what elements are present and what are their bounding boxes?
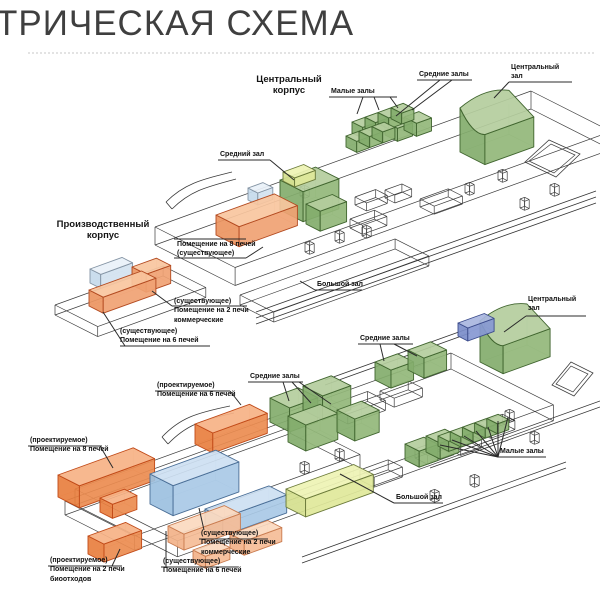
label-upper-room-8: Помещение на 8 печей (существующее): [177, 241, 256, 258]
label-lower-room-8-projected: (проектируемое) Помещение на 8 печей: [30, 437, 109, 454]
label-upper-central-building: Центральный корпус: [256, 74, 322, 96]
label-lower-big-hall: Большой зал: [396, 494, 442, 501]
label-upper-room-2-commercial: (существующее) Помещение на 2 печи комме…: [174, 298, 249, 324]
label-upper-room-6: (существующее) Помещение на 6 печей: [120, 328, 199, 345]
leader-lines: [28, 79, 586, 568]
label-lower-room-6-projected: (проектируемое) Помещение на 6 печей: [157, 382, 236, 399]
label-lower-small-halls: Малые залы: [500, 448, 544, 455]
label-upper-small-halls: Малые залы: [331, 88, 375, 95]
page-title: ТРИЧЕСКАЯ СХЕМА: [0, 4, 355, 43]
label-lower-medium-halls-right: Средние залы: [360, 335, 410, 342]
upper-diagram: [54, 90, 600, 337]
label-upper-medium-hall: Средний зал: [220, 151, 265, 158]
label-lower-central-hall: Центральный зал: [528, 296, 577, 313]
label-lower-medium-halls-left: Средние залы: [250, 373, 300, 380]
title-divider: [28, 52, 594, 54]
label-lower-room-2-commercial: (существующее) Помещение на 2 печи комме…: [201, 530, 276, 556]
lower-diagram-blocks: [57, 303, 551, 569]
label-upper-big-hall: Большой зал: [317, 281, 363, 288]
label-lower-room-6-existing: (существующее) Помещение на 6 печей: [163, 558, 242, 575]
label-lower-room-2-biowaste: (проектируемое) Помещение на 2 печи биоо…: [50, 557, 125, 583]
label-upper-medium-halls: Средние залы: [419, 71, 469, 78]
label-upper-production-building: Производственный корпус: [56, 219, 150, 241]
upper-diagram-blocks: [88, 89, 535, 314]
label-upper-central-hall: Центральный зал: [511, 64, 560, 81]
